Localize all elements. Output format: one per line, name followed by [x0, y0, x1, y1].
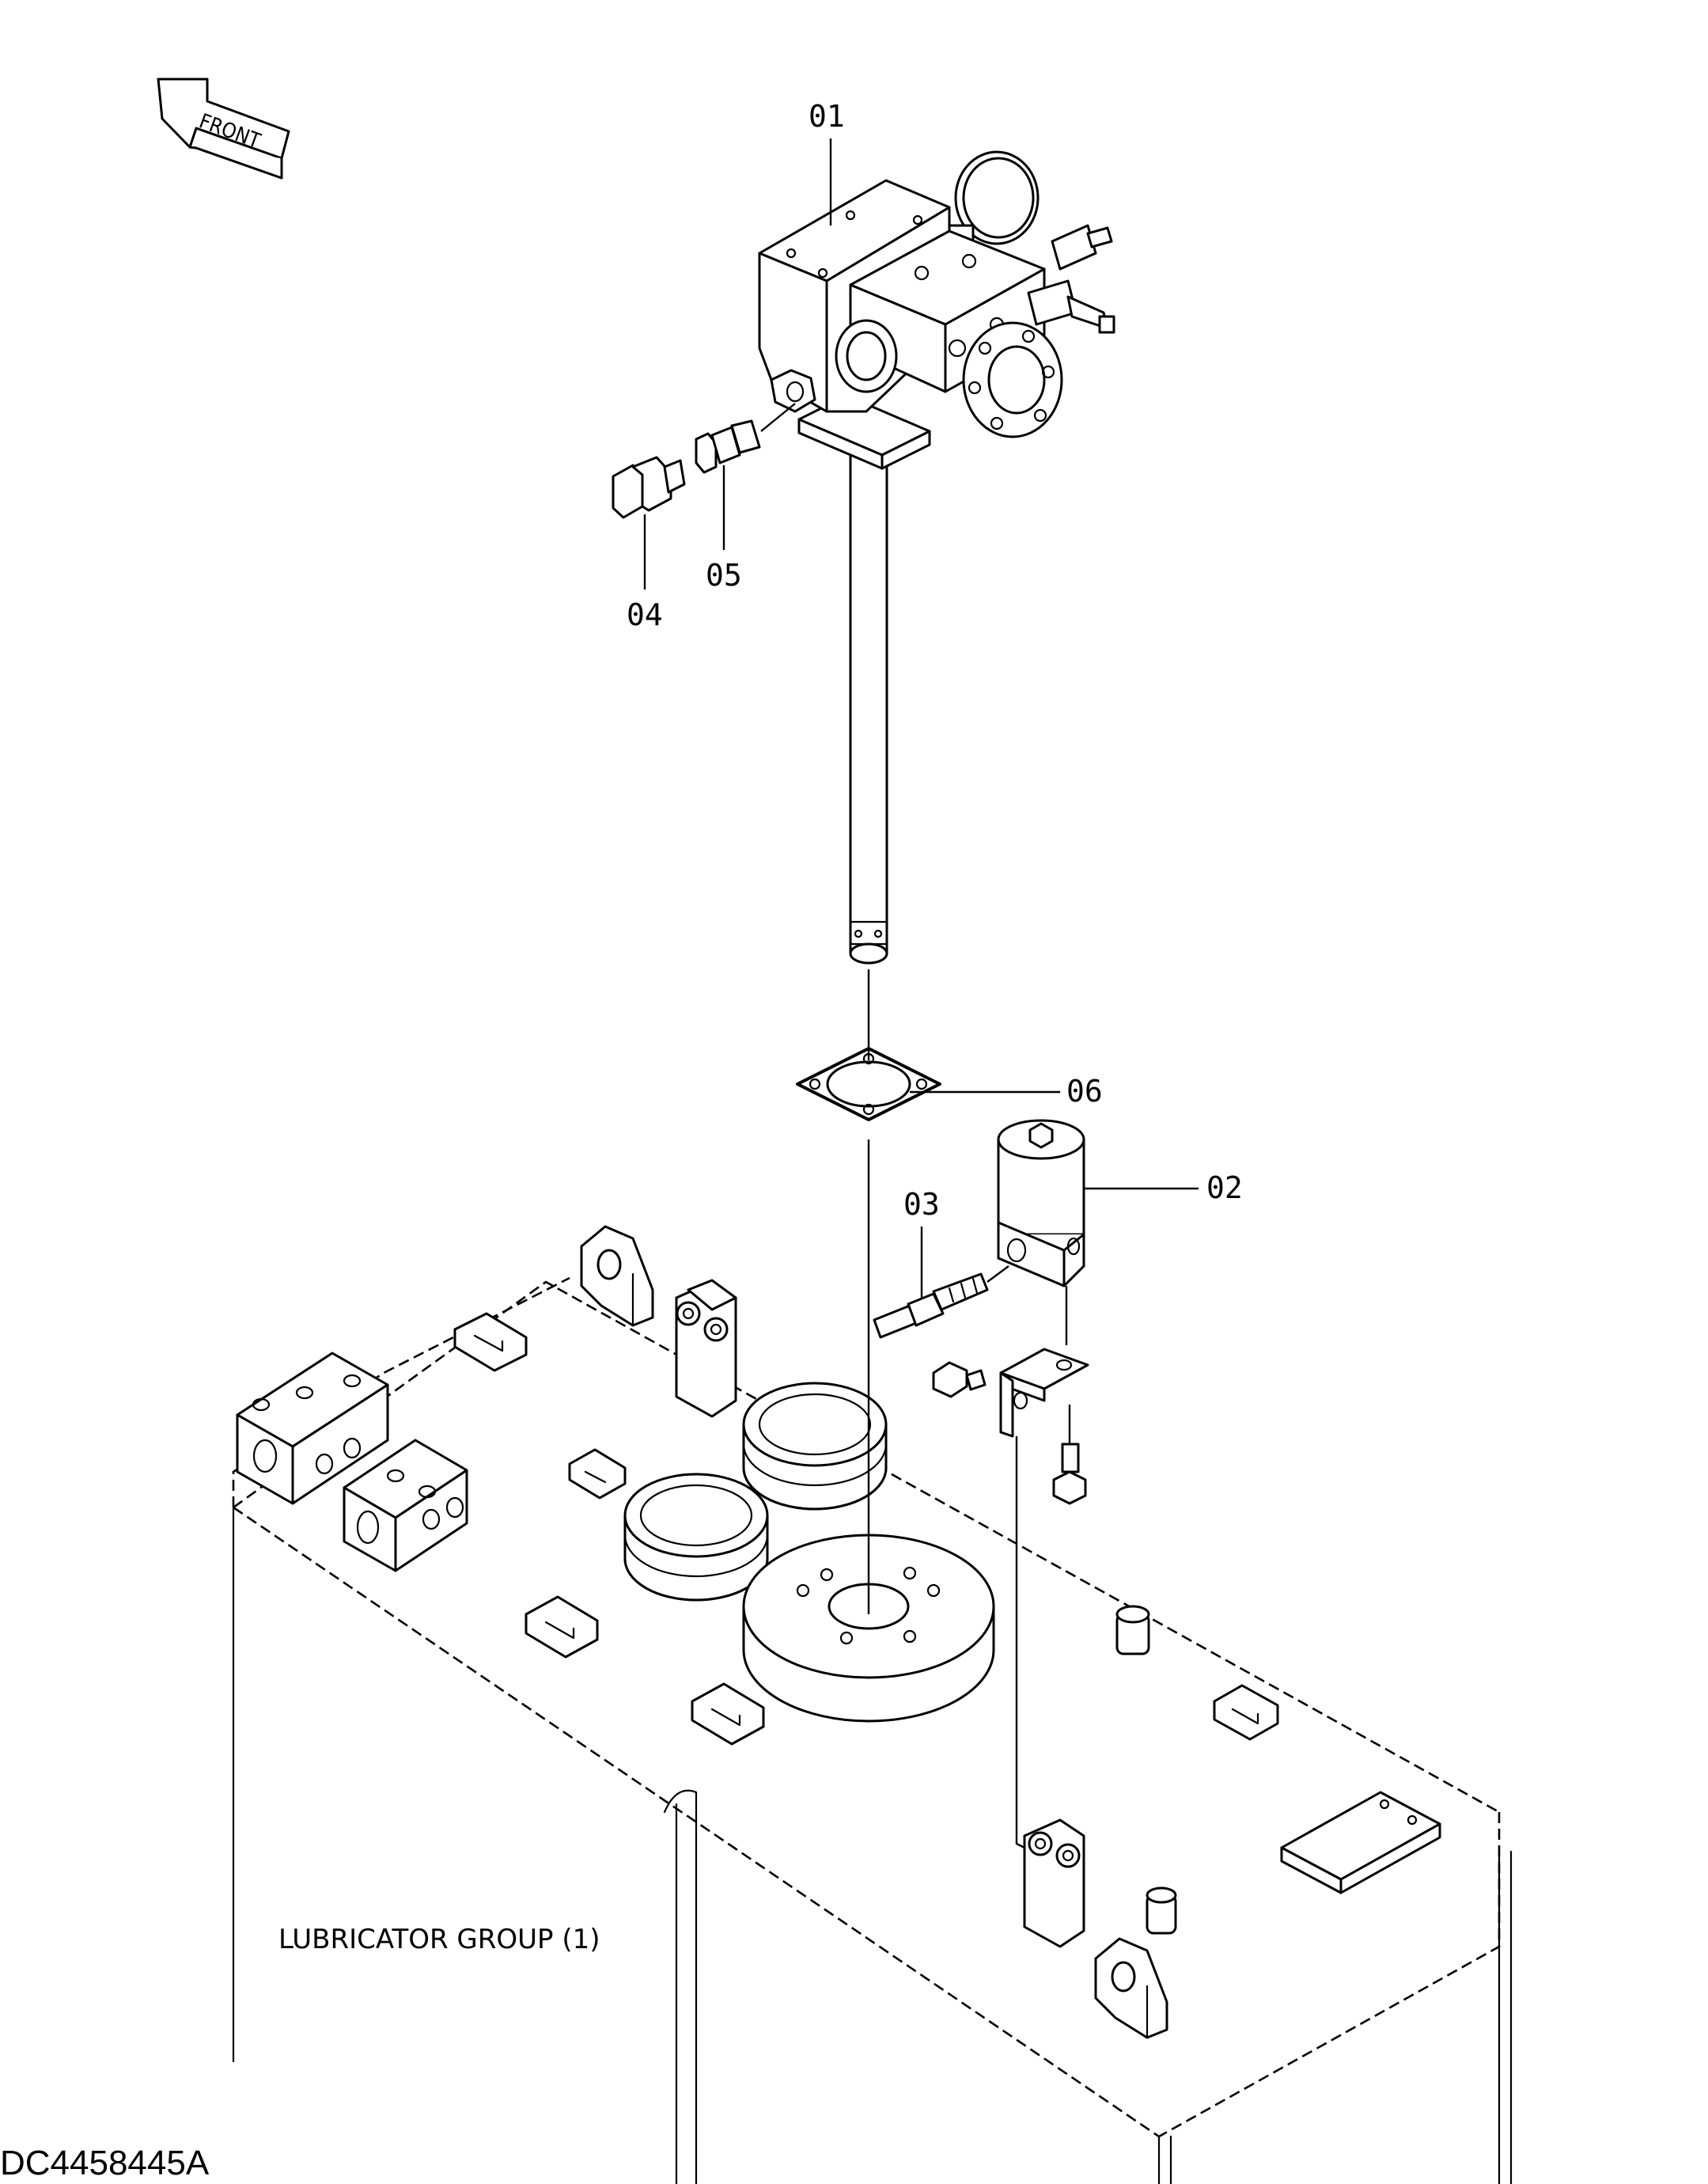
flange-bolt — [932, 1361, 987, 1398]
callout-02: 02 — [1084, 1170, 1243, 1205]
drawing-code: DC4458445A — [0, 2144, 210, 2182]
left-block-large — [236, 1352, 389, 1505]
part-02-solenoid-valve — [997, 1119, 1085, 1287]
callout-label-04: 04 — [627, 597, 663, 632]
callout-01: 01 — [809, 99, 845, 226]
bracket-rear-bolted — [675, 1279, 737, 1418]
callout-label-02: 02 — [1206, 1170, 1243, 1205]
callout-label-01: 01 — [809, 99, 845, 134]
u-clip — [525, 1595, 599, 1659]
nipple-assembly-line — [987, 1265, 1009, 1283]
group-caption: LUBRICATOR GROUP (1) — [278, 1924, 600, 1955]
solenoid-bracket — [999, 1348, 1089, 1438]
u-clip — [568, 1448, 627, 1500]
callout-04: 04 — [627, 514, 663, 632]
flange-bolt — [1052, 1443, 1087, 1505]
callout-06: 06 — [910, 1074, 1103, 1109]
bracket-assembly-line — [1015, 1436, 1025, 1849]
left-block-small — [343, 1439, 468, 1572]
callout-label-05: 05 — [706, 558, 742, 593]
fitting-assembly-line — [760, 403, 796, 432]
pad-plate — [1280, 1791, 1441, 1894]
lifting-eye-rear — [580, 1225, 654, 1327]
part-03-hose-nipple — [873, 1272, 989, 1339]
part-06-gasket — [796, 1047, 941, 1121]
u-clip — [691, 1682, 765, 1746]
u-clip — [1213, 1684, 1279, 1741]
callout-03: 03 — [903, 1187, 940, 1298]
callout-label-03: 03 — [903, 1187, 940, 1222]
bracket-front-bolted — [1023, 1818, 1085, 1948]
callout-05: 05 — [706, 465, 742, 593]
filler-ring-left — [623, 1473, 769, 1602]
front-direction-arrow: FRONT — [157, 78, 290, 180]
part-04-fitting — [612, 456, 686, 519]
small-boss — [1115, 1605, 1150, 1655]
filler-ring-rear — [742, 1382, 888, 1511]
callout-label-06: 06 — [1066, 1074, 1103, 1109]
part-01-lubricator-pump — [758, 150, 1115, 965]
u-clip — [453, 1312, 528, 1372]
lifting-eye-front — [1094, 1886, 1177, 2039]
part-05-fitting — [695, 419, 761, 474]
